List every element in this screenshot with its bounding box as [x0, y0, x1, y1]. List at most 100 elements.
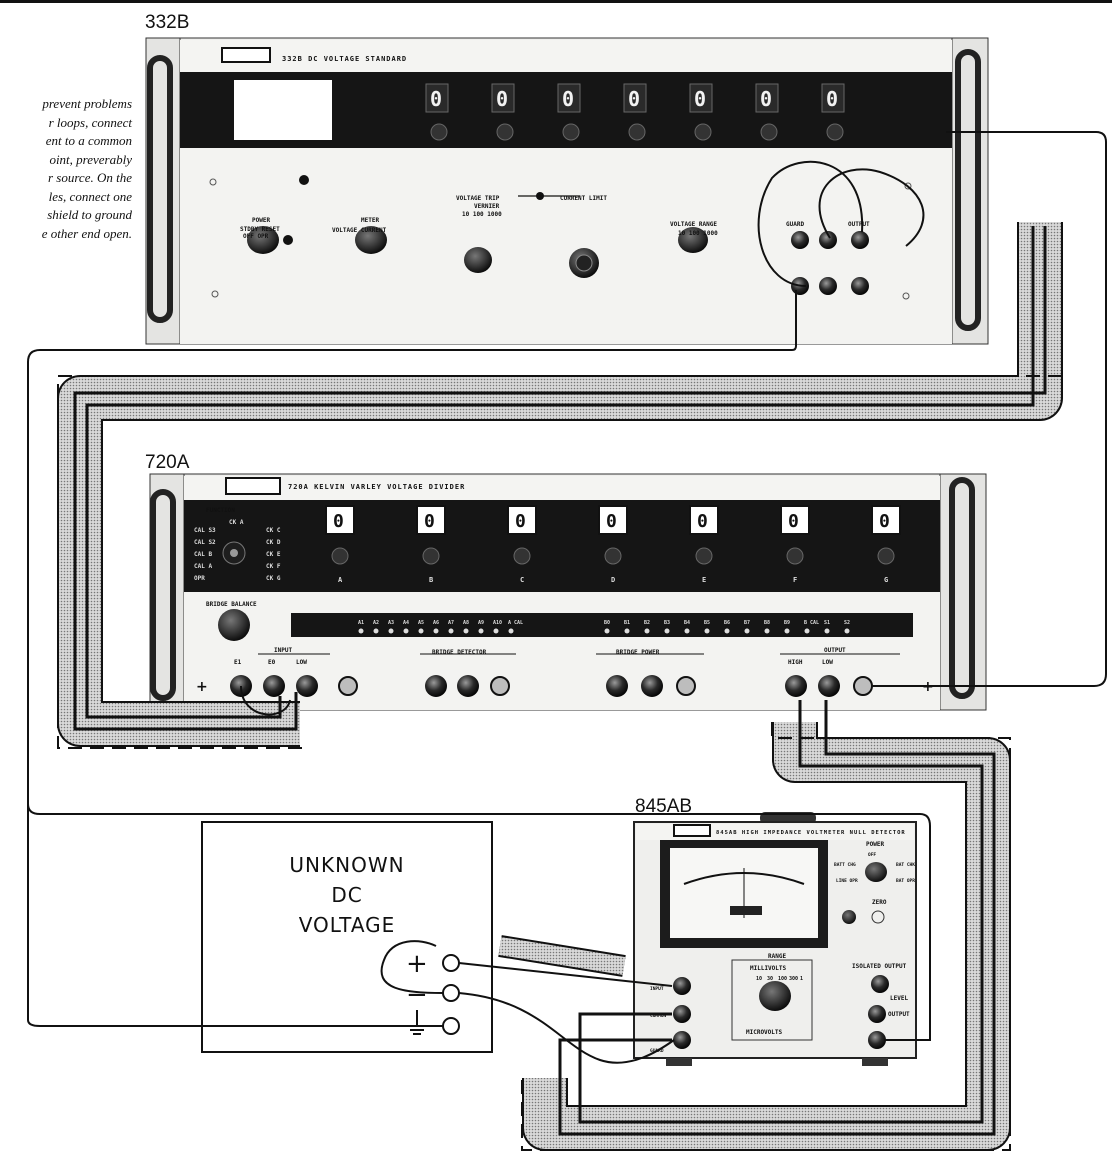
720a-digit-knob: [604, 547, 622, 565]
720a-switch-label: B1: [624, 620, 630, 626]
720a-switch-indicator: [824, 628, 830, 634]
332b-digit-window: [821, 83, 845, 113]
720a-switch-indicator: [433, 628, 439, 634]
shielded-cable-720a-to-845ab: [521, 700, 1011, 1151]
332b-digit: 0: [430, 87, 442, 111]
720a-input-terminal-label: E0: [268, 659, 276, 666]
720a-switch-indicator: [403, 628, 409, 634]
332b-voltage-trip-ranges: 10 100 1000: [462, 211, 502, 218]
grounding-note: prevent problems r loops, connect ent to…: [0, 95, 132, 243]
720a-panel-title: 720A KELVIN VARLEY VOLTAGE DIVIDER: [288, 483, 465, 491]
720a-output-terminal-label: HIGH: [788, 659, 803, 666]
720a-switch-label: B3: [664, 620, 670, 626]
332b-digit: 0: [562, 87, 574, 111]
720a-digit-knob: [877, 547, 895, 565]
720a-function-position: CAL B: [194, 551, 212, 558]
332b-digit-knob: [430, 123, 448, 141]
845ab-range-value: 10: [756, 976, 762, 982]
845ab-range-label: RANGE: [768, 953, 786, 960]
note-line-8: e other end open.: [41, 225, 132, 241]
720a-function-position: OPR: [194, 575, 205, 582]
332b-guard-label: GUARD: [786, 221, 804, 228]
332b-meter-sub: VOLTAGE CURRENT: [332, 227, 387, 234]
332b-digit: 0: [826, 87, 838, 111]
332b-digit-window: [755, 83, 779, 113]
720a-digit: 0: [333, 511, 344, 532]
unknown-plus-sign: +: [406, 949, 428, 979]
720a-switch-label: A6: [433, 620, 439, 626]
unknown-line-2: DC: [331, 883, 363, 907]
332b-output-label: OUTPUT: [848, 221, 870, 228]
845ab-power-position: LINE OPR: [836, 878, 858, 884]
845ab-power-position: BAT OPR: [896, 878, 915, 884]
720a-switch-label: B2: [644, 620, 650, 626]
720a-digit-knob: [786, 547, 804, 565]
332b-digit-knob: [694, 123, 712, 141]
332b-voltage-trip-sub: VERNIER: [474, 203, 500, 210]
720a-switch-label: B6: [724, 620, 730, 626]
shielded-cable-332b-to-720a: [57, 222, 1063, 749]
unknown-minus-sign: −: [406, 980, 428, 1010]
720a-switch-label: A2: [373, 620, 379, 626]
ground-symbol: [407, 1010, 427, 1035]
720a-dial-letter: A: [338, 576, 343, 584]
720a-switch-label: A1: [358, 620, 364, 626]
720a-digit-knob: [331, 547, 349, 565]
720a-switch-indicator: [388, 628, 394, 634]
720a-label: 720A: [145, 452, 190, 473]
332b-digit-knob: [826, 123, 844, 141]
720a-switch-indicator: [644, 628, 650, 634]
720a-digit: 0: [697, 511, 708, 532]
720a-switch-label: B CAL: [804, 620, 819, 626]
332b-power-label: POWER: [252, 217, 270, 224]
845ab-range-units-bottom: MICROVOLTS: [746, 1029, 783, 1036]
332b-label: 332B: [145, 12, 190, 33]
332b-voltage-range-values: 10 100 1000: [678, 230, 718, 237]
720a-bridge-power-label: BRIDGE POWER: [616, 649, 660, 656]
720a-switch-indicator: [664, 628, 670, 634]
720a-switch-indicator: [784, 628, 790, 634]
720a-switch-label: S1: [824, 620, 830, 626]
720a-switch-indicator: [624, 628, 630, 634]
332b-digit: 0: [760, 87, 772, 111]
332b-digit-knob: [760, 123, 778, 141]
720a-switch-indicator: [358, 628, 364, 634]
instrument-845ab: [633, 812, 917, 1066]
845ab-range-value: 300: [789, 976, 798, 982]
unknown-ground-terminal: [442, 1017, 460, 1035]
720a-digit: 0: [606, 511, 617, 532]
720a-dial-letter: E: [702, 576, 706, 584]
845ab-range-value: 1: [800, 976, 803, 982]
845ab-isolated-output-label: ISOLATED OUTPUT: [852, 963, 907, 970]
332b-power-sub2: OFF OPR: [243, 233, 269, 240]
332b-digit: 0: [496, 87, 508, 111]
720a-function-position: CAL S3: [194, 527, 216, 534]
instrument-720a: + +: [149, 473, 987, 711]
720a-switch-label: B4: [684, 620, 690, 626]
720a-switch-label: A9: [478, 620, 484, 626]
unknown-line-3: VOLTAGE: [298, 913, 396, 937]
845ab-level-label: LEVEL: [890, 995, 908, 1002]
845ab-input-terminal-label: INPUT: [650, 986, 664, 992]
720a-function-label: FUNCTION: [206, 507, 235, 514]
720a-bridge-balance-label: BRIDGE BALANCE: [206, 601, 257, 608]
845ab-power-position: BAT CHK: [896, 862, 915, 868]
720a-switch-label: A8: [463, 620, 469, 626]
720a-digit: 0: [788, 511, 799, 532]
845ab-zero-label: ZERO: [872, 899, 887, 906]
332b-current-limit-label: CURRENT LIMIT: [560, 195, 607, 202]
332b-panel-title: 332B DC VOLTAGE STANDARD: [282, 55, 407, 63]
unknown-voltage-box: [201, 821, 493, 1053]
845ab-power-position: OFF: [868, 852, 876, 858]
720a-function-position: CK D: [266, 539, 281, 546]
332b-digit-window: [491, 83, 515, 113]
note-line-7: shield to ground: [47, 207, 132, 222]
720a-switch-label: A5: [418, 620, 424, 626]
